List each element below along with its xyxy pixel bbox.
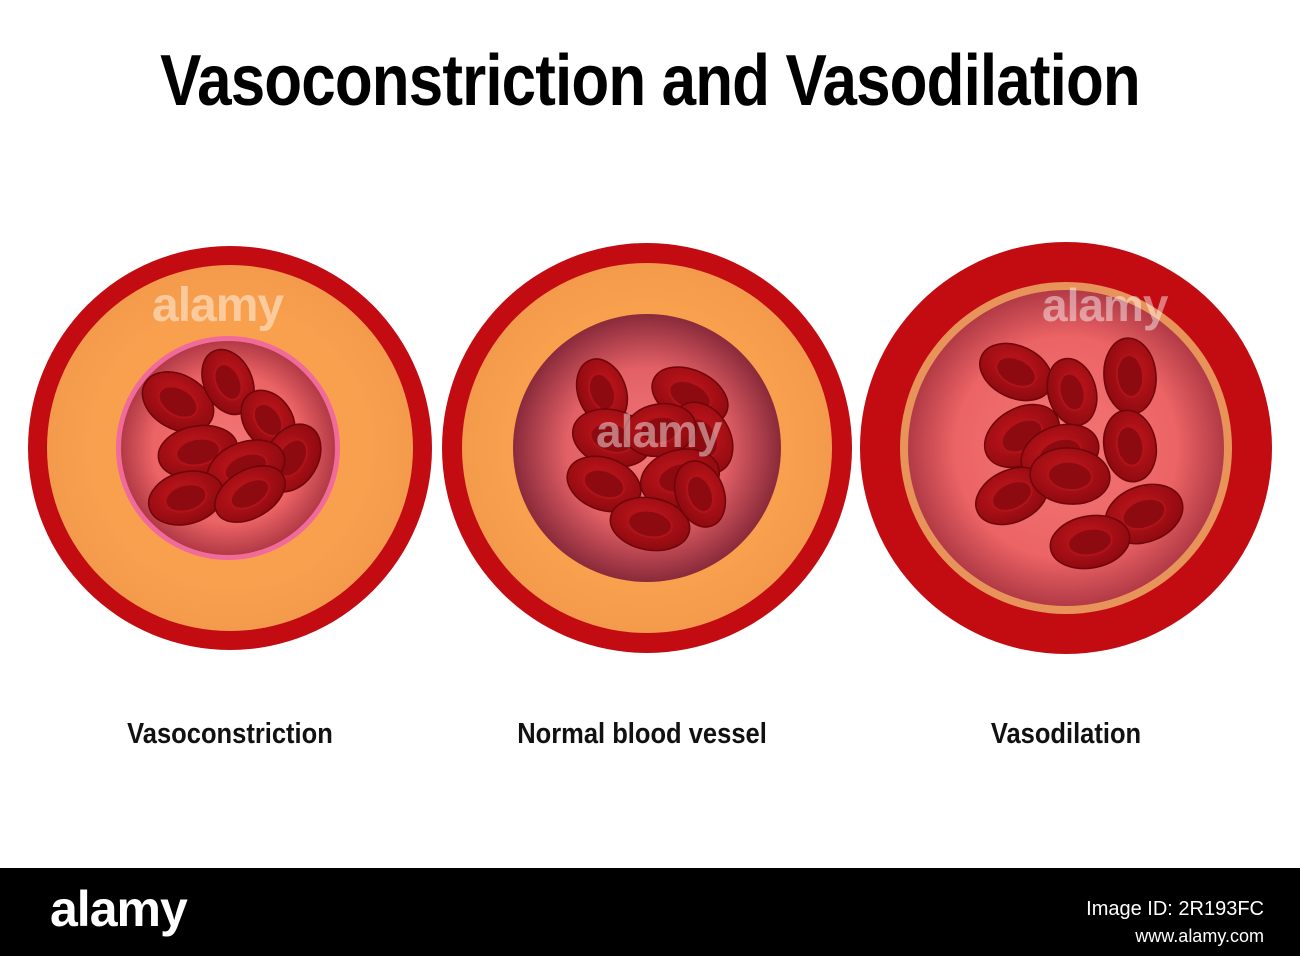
red-blood-cells [141, 348, 322, 526]
vessel-vasodilation [860, 242, 1272, 654]
page-title: Vasoconstriction and Vasodilation [160, 41, 1141, 121]
red-blood-cell [1049, 514, 1131, 570]
red-blood-cell [201, 348, 255, 416]
red-blood-cell [1103, 337, 1157, 415]
label-vasodilation: Vasodilation [990, 718, 1142, 750]
footer-image-id: Image ID: 2R193FC [1086, 898, 1264, 920]
red-blood-cell [214, 465, 286, 523]
red-blood-cell [1046, 357, 1098, 427]
red-blood-cell [979, 342, 1053, 402]
red-blood-cells [975, 337, 1184, 570]
label-normal-blood-vessel: Normal blood vessel [517, 718, 767, 750]
red-blood-cell [1102, 409, 1158, 483]
vessel-diagram [28, 242, 1272, 654]
watermark: alamy [596, 405, 722, 457]
vessel-vasoconstriction [28, 246, 432, 650]
footer-logo: alamy [50, 881, 188, 937]
footer-url: www.alamy.com [1135, 926, 1264, 946]
watermark: alamy [152, 279, 284, 332]
red-blood-cell [623, 402, 697, 458]
red-blood-cell [673, 460, 727, 528]
label-vasoconstriction: Vasoconstriction [127, 718, 333, 750]
red-blood-cell [975, 466, 1049, 526]
red-blood-cell [1029, 447, 1111, 505]
vessel-normal [442, 243, 852, 653]
red-blood-cell [609, 496, 691, 552]
watermark: alamy [1042, 279, 1168, 331]
red-blood-cell [141, 371, 215, 433]
red-blood-cell [147, 470, 225, 526]
red-blood-cells [566, 358, 734, 552]
footer-bar: alamy Image ID: 2R193FC www.alamy.com [0, 868, 1300, 956]
